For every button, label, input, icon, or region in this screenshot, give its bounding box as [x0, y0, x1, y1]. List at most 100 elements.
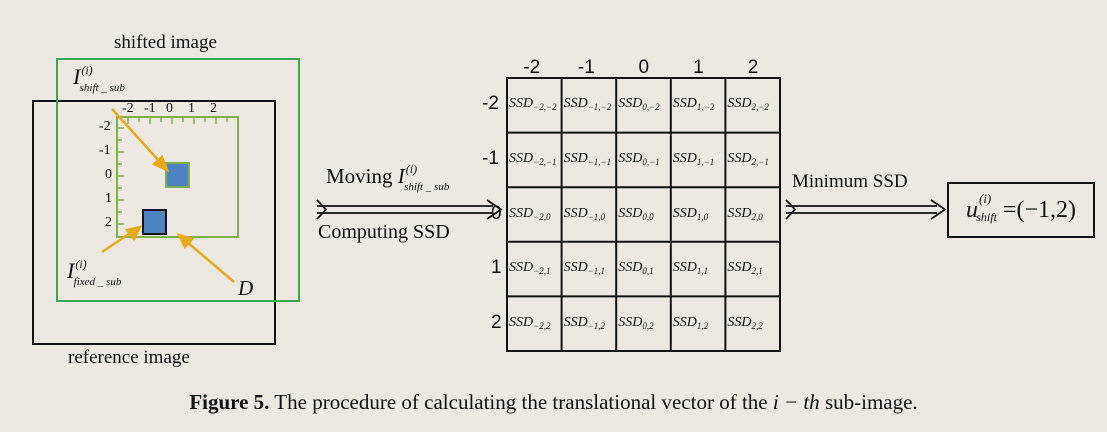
moving-i-sup: (i) [405, 162, 418, 176]
ssd-cell: SSD1,1 [673, 260, 708, 276]
i-fixed-sub-label: I(i)fixed _ sub [67, 257, 133, 288]
minimum-ssd-label: Minimum SSD [792, 171, 908, 192]
ssd-cell: SSD1,−1 [673, 151, 714, 167]
ssd-cell-main: SSD [618, 205, 643, 221]
ssd-cell: SSD−1,1 [564, 260, 605, 276]
small-y-tick: 1 [105, 191, 112, 206]
minimum-arrow [785, 199, 947, 220]
moving-i-sub: shift _ sub [404, 181, 450, 193]
ssd-cell-main: SSD [727, 96, 752, 112]
fixed-sub-image [142, 209, 167, 235]
col-header: -1 [577, 57, 595, 78]
row-header: 2 [491, 311, 502, 333]
ssd-cell: SSD1,−2 [673, 96, 714, 112]
shifted-image-label: shifted image [114, 32, 217, 53]
ssd-cell-subscript: 2,1 [751, 266, 763, 277]
ssd-cell-subscript: 2,2 [751, 320, 763, 331]
ssd-cell-subscript: −1,0 [587, 211, 606, 222]
small-x-tick: -2 [122, 101, 134, 116]
ssd-cell-main: SSD [563, 314, 588, 330]
small-x-tick: 2 [210, 101, 217, 116]
i-fixed-sup: (i) [75, 257, 87, 271]
ssd-cell-subscript: −1,1 [587, 266, 606, 277]
shifted-sub-image [165, 162, 190, 188]
i-shift-sup: (i) [81, 63, 93, 77]
ssd-cell-subscript: 0,−2 [642, 102, 660, 113]
moving-arrow [316, 199, 503, 220]
ssd-cell-subscript: −2,0 [533, 211, 551, 222]
ssd-cell: SSD−1,−2 [564, 96, 612, 112]
result-sub: shift [976, 209, 997, 224]
ssd-cell-subscript: −1,−1 [587, 156, 612, 167]
pointer-arrows [101, 108, 235, 283]
i-fixed-sub: fixed _ sub [73, 276, 122, 288]
ssd-cell: SSD−2,1 [509, 260, 550, 276]
ssd-cell: SSD0,−2 [618, 96, 659, 112]
ssd-cell: SSD2,2 [727, 315, 762, 331]
ssd-cell-main: SSD [509, 314, 534, 330]
ssd-cell-main: SSD [509, 260, 534, 276]
caption-italic: i − th [772, 390, 820, 414]
computing-ssd-label: Computing SSD [318, 221, 450, 243]
ssd-cell: SSD−2,0 [509, 206, 550, 222]
ssd-cell-main: SSD [727, 314, 752, 330]
ssd-cell-subscript: −2,2 [533, 320, 551, 331]
col-header: 1 [693, 57, 704, 78]
result-box: u(i)shift=(−1,2) [947, 182, 1095, 238]
reference-image-label: reference image [68, 347, 190, 368]
ssd-cell: SSD0,2 [618, 315, 653, 331]
ssd-cell-main: SSD [618, 314, 643, 330]
ssd-cell: SSD−2,−1 [509, 151, 557, 167]
ssd-cell: SSD2,−1 [727, 151, 768, 167]
ssd-cell-main: SSD [727, 205, 752, 221]
ssd-cell: SSD0,−1 [618, 151, 659, 167]
ssd-cell-subscript: −1,−2 [587, 102, 612, 113]
shifted-image-frame [56, 58, 300, 302]
ssd-cell-main: SSD [563, 205, 588, 221]
ssd-cell-main: SSD [672, 96, 697, 112]
ssd-cell-subscript: −2,−1 [533, 156, 557, 167]
y-tick-marks [117, 127, 124, 225]
small-y-tick: 0 [105, 167, 112, 182]
moving-i: I [397, 164, 405, 188]
ssd-cell-main: SSD [563, 96, 588, 112]
col-header: 0 [638, 57, 650, 78]
ssd-cell-main: SSD [672, 314, 697, 330]
x-tick-marks [127, 117, 228, 124]
ssd-cell-subscript: 0,−1 [642, 156, 660, 167]
ssd-cell-subscript: 2,−2 [751, 102, 769, 113]
ssd-cell-main: SSD [672, 260, 697, 276]
small-x-tick: 1 [188, 101, 195, 116]
ssd-cell-main: SSD [727, 150, 752, 166]
ssd-cell-main: SSD [727, 260, 752, 276]
small-y-tick: -1 [99, 143, 111, 158]
i-shift-sub: shift _ sub [79, 82, 125, 94]
ssd-cell: SSD−2,−2 [509, 96, 557, 112]
reference-image-frame [32, 100, 276, 345]
ssd-cell-subscript: −2,−2 [533, 102, 557, 113]
ssd-cell-main: SSD [509, 150, 534, 166]
ssd-cell-main: SSD [672, 205, 697, 221]
ssd-cell-subscript: 2,0 [751, 211, 763, 222]
ssd-cell: SSD1,2 [673, 315, 708, 331]
ssd-cell: SSD0,0 [618, 206, 653, 222]
ssd-cell-subscript: 0,1 [642, 266, 654, 277]
caption-figure-number: Figure 5. [189, 390, 270, 414]
row-header: 0 [491, 202, 502, 224]
ssd-cell-main: SSD [618, 96, 643, 112]
small-x-tick: -1 [144, 101, 156, 116]
ssd-cell-subscript: 1,−2 [696, 102, 715, 113]
ssd-cell: SSD−1,−1 [564, 151, 612, 167]
i-shift-sub-label: I(i)shift _ sub [73, 63, 137, 94]
ssd-cell: SSD−2,2 [509, 315, 550, 331]
small-y-tick: -2 [99, 119, 111, 134]
ssd-cell: SSD2,−2 [727, 96, 768, 112]
moving-label: Moving I(i)shift _ sub [326, 163, 461, 193]
caption-text-2: sub-image. [819, 390, 918, 414]
row-header: -2 [482, 93, 499, 115]
ssd-cell: SSD2,0 [727, 206, 762, 222]
ssd-cell-main: SSD [618, 150, 643, 166]
ssd-cell-subscript: 1,0 [696, 211, 709, 222]
search-window [116, 116, 239, 238]
